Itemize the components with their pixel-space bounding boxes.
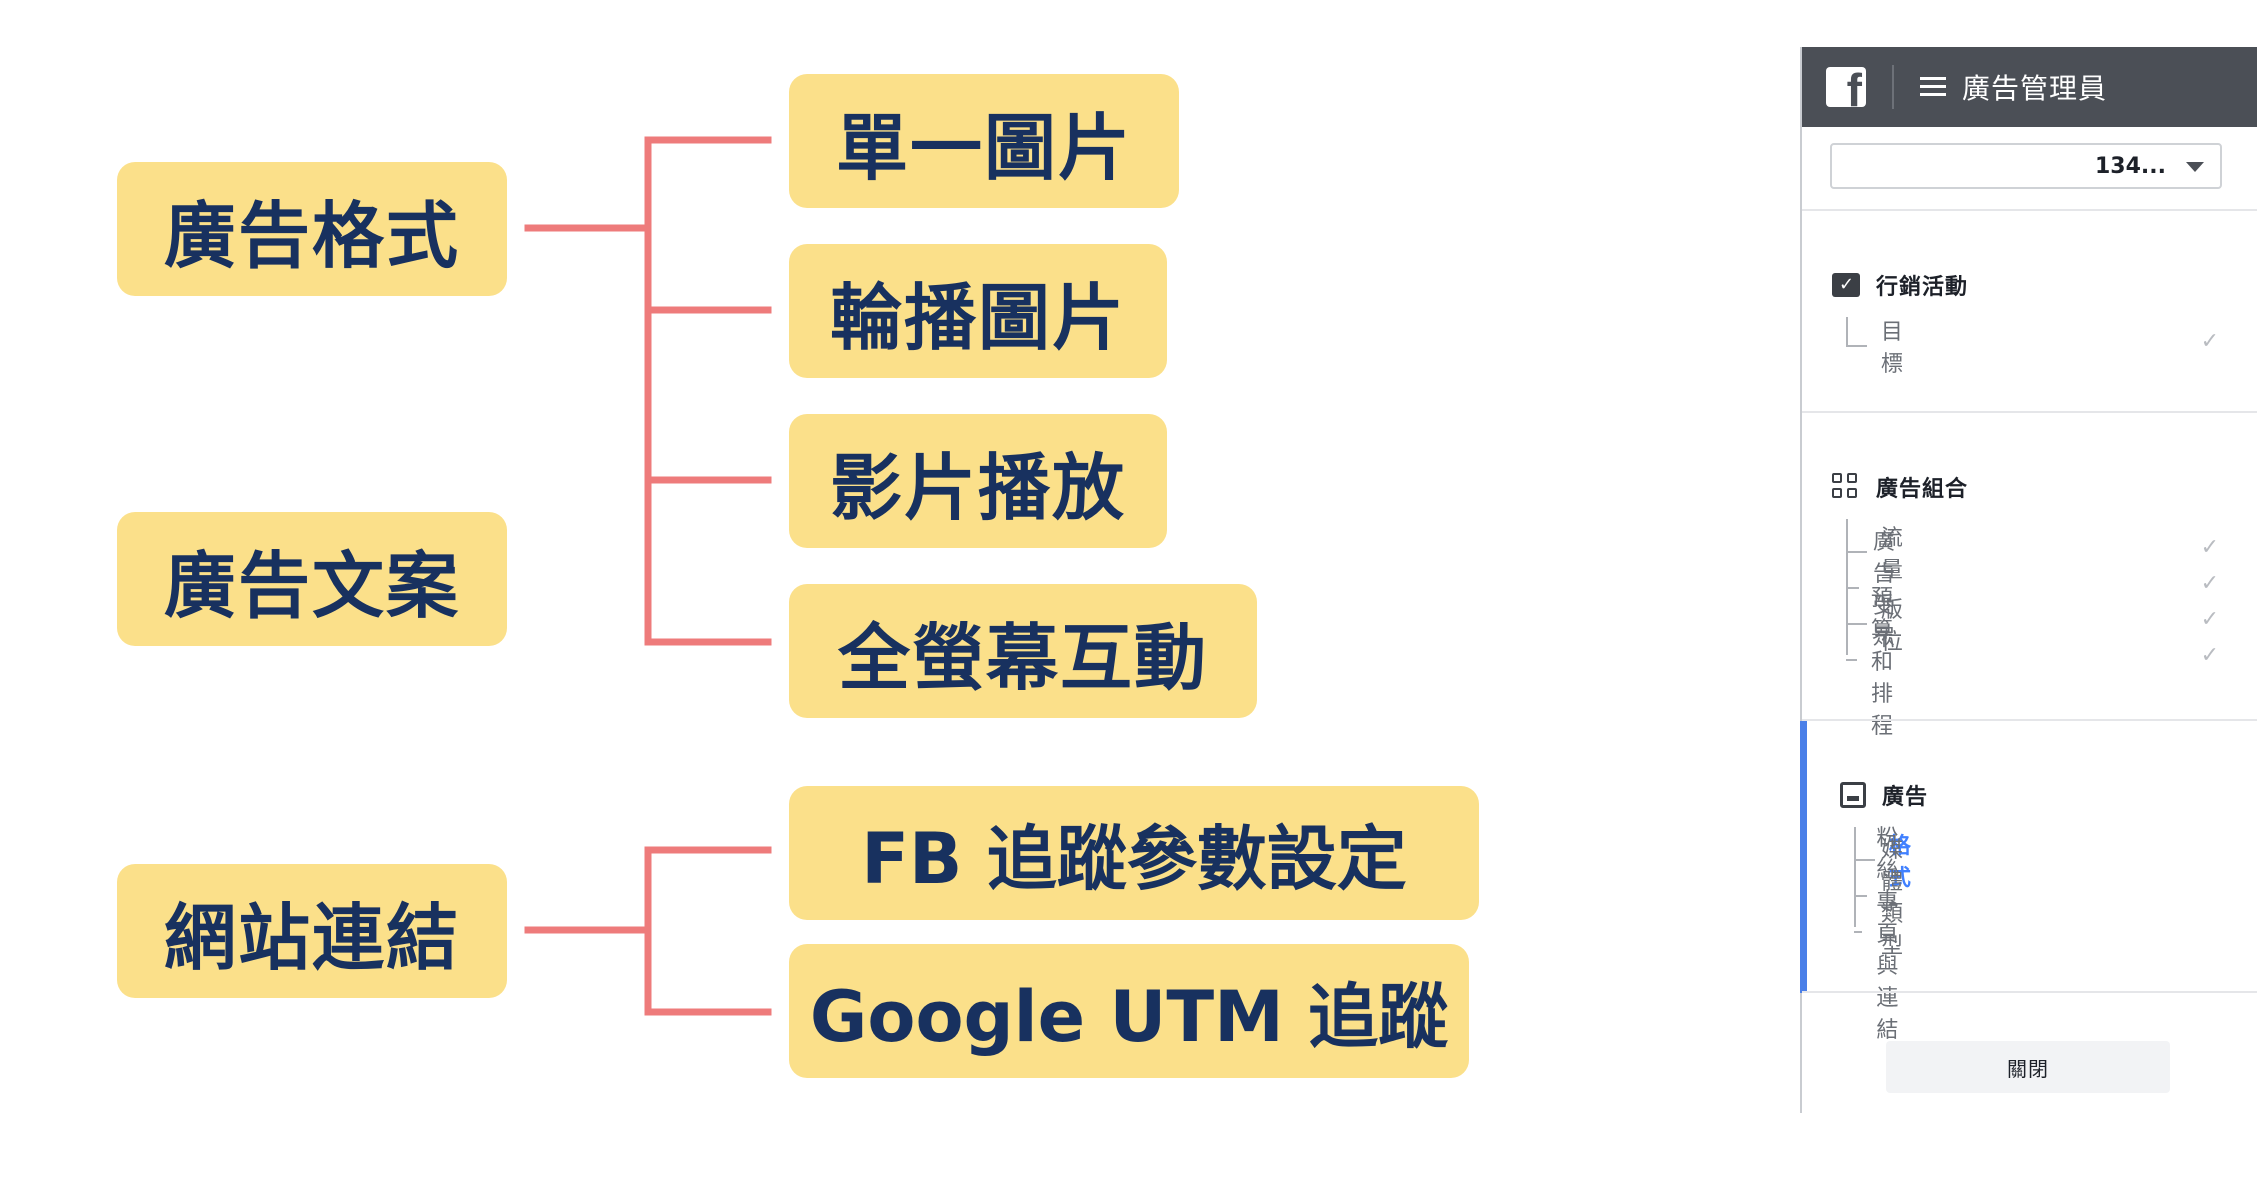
grid-icon <box>1832 473 1860 501</box>
divider <box>1802 991 2257 993</box>
header-title: 廣告管理員 <box>1962 72 2108 105</box>
item-label: 預算和排程 <box>1870 586 1894 739</box>
tree-line <box>1846 317 1848 345</box>
account-selector[interactable]: 134... <box>1830 143 2222 189</box>
item-label: 目標 <box>1880 320 1904 377</box>
section-campaign[interactable]: ✓ 行銷活動 <box>1832 269 1968 301</box>
tree-item-placement[interactable]: 版位 <box>1846 598 1913 655</box>
box-fb-tracking: FB 追蹤參數設定 <box>789 786 1479 920</box>
divider <box>1802 719 2257 721</box>
divider <box>1802 209 2257 211</box>
tree-item-traffic[interactable]: 流量 <box>1846 526 1913 583</box>
active-indicator <box>1800 721 1807 993</box>
item-label: 廣告受眾 <box>1873 530 1897 651</box>
tree-item-objective[interactable]: 目標 <box>1846 320 1913 377</box>
section-ad[interactable]: 廣告 <box>1840 779 1928 811</box>
item-label: 媒體類型 <box>1881 838 1905 959</box>
tree-item-page-link[interactable]: 粉絲專頁與連結 <box>1854 826 1921 1043</box>
check-icon: ✓ <box>2200 607 2219 632</box>
check-icon: ✓ <box>2200 571 2219 596</box>
item-label: 粉絲專頁與連結 <box>1876 826 1900 1043</box>
facebook-logo-icon[interactable]: f <box>1826 67 1866 107</box>
header-divider <box>1892 65 1894 109</box>
box-ad-copy: 廣告文案 <box>117 512 507 646</box>
section-title: 廣告 <box>1882 785 1929 810</box>
tree-item-budget[interactable]: 預算和排程 <box>1846 586 1913 739</box>
box-single-image: 單一圖片 <box>789 74 1179 208</box>
tree-branch <box>1846 345 1867 347</box>
caret-down-icon <box>2186 162 2204 172</box>
divider <box>1802 411 2257 413</box>
account-value: 134... <box>2095 153 2166 179</box>
section-title: 廣告組合 <box>1876 477 1969 502</box>
item-label: 版位 <box>1880 598 1904 655</box>
tree-branch <box>1854 895 1868 897</box>
check-icon: ✓ <box>2200 329 2219 354</box>
ad-icon <box>1840 782 1866 808</box>
section-adset[interactable]: 廣告組合 <box>1832 471 1968 503</box>
section-title: 行銷活動 <box>1876 275 1969 300</box>
tree-branch <box>1846 659 1857 661</box>
tree-line <box>1854 827 1856 927</box>
check-icon: ✓ <box>2200 643 2219 668</box>
tree-branch <box>1846 587 1860 589</box>
tree-branch <box>1846 623 1867 625</box>
tree-branch <box>1854 931 1863 933</box>
box-video: 影片播放 <box>789 414 1167 548</box>
menu-icon[interactable] <box>1920 77 1946 97</box>
box-google-utm: Google UTM 追蹤 <box>789 944 1469 1078</box>
panel-header: f 廣告管理員 <box>1802 47 2257 127</box>
tree-item-audience[interactable]: 廣告受眾 <box>1846 530 1913 651</box>
ads-manager-panel: f 廣告管理員 134... ✓ 行銷活動 目標 ✓ 廣告組合 流量 <box>1800 47 2257 1113</box>
box-website-link: 網站連結 <box>117 864 507 998</box>
tree-branch <box>1846 551 1867 553</box>
connector-lines <box>524 136 772 1016</box>
tree-branch <box>1854 859 1875 861</box>
box-instant-experience: 全螢幕互動 <box>789 584 1257 718</box>
close-button[interactable]: 關閉 <box>1886 1041 2170 1093</box>
box-carousel: 輪播圖片 <box>789 244 1167 378</box>
tree-item-format[interactable]: 格式 <box>1854 834 1921 891</box>
box-ad-format: 廣告格式 <box>117 162 507 296</box>
item-label: 格式 <box>1888 834 1912 891</box>
check-icon: ✓ <box>2200 535 2219 560</box>
item-label: 流量 <box>1880 526 1904 583</box>
folder-check-icon: ✓ <box>1832 273 1860 297</box>
tree-item-media-type[interactable]: 媒體類型 <box>1854 838 1921 959</box>
